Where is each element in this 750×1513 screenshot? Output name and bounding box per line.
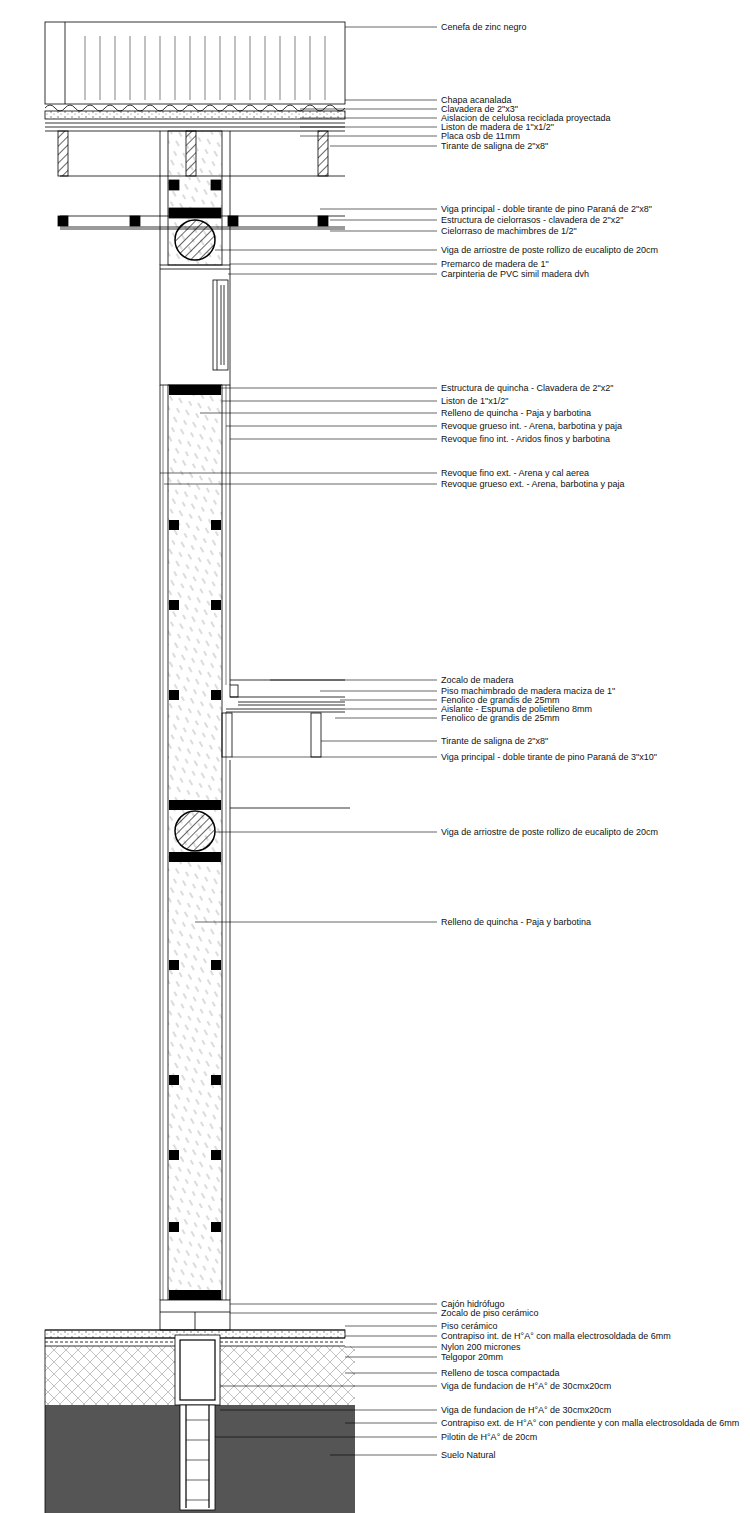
part-label: Chapa acanalada [440,96,513,105]
leader-line [230,1313,437,1314]
part-label: Aislacion de celulosa reciclada proyecta… [440,114,612,123]
part-label: Cielorraso de machimbres de 1/2" [440,227,578,236]
leader-line [220,1386,437,1387]
part-label: Revoque grueso int. - Arena, barbotina y… [440,422,623,431]
leader-line [215,1437,437,1438]
leader-line [321,741,437,742]
part-label: Relleno de tosca compactada [440,1369,561,1378]
leader-line [345,1357,437,1358]
part-label: Pilotin de H°A° de 20cm [440,1433,538,1442]
foundation [45,1300,355,1513]
part-label: Cajón hidrófugo [440,1300,506,1309]
fascia [45,22,345,104]
leader-line [215,250,437,251]
leader-line [300,109,437,110]
part-label: Viga principal - doble tirante de pino P… [440,753,658,762]
part-label: Contrapiso int. de H°A° con malla electr… [440,1332,672,1341]
leader-line [300,118,437,119]
leader-line [226,426,437,427]
leader-line [195,922,437,923]
leader-line [220,1410,437,1411]
part-label: Revoque grueso ext. - Arena, barbotina y… [440,480,626,489]
part-label: Premarco de madera de 1" [440,260,550,269]
quincha-wall [160,385,230,1300]
leader-line [270,680,437,681]
leader-line [330,1455,437,1456]
leader-line [345,1336,437,1337]
leader-line [230,264,437,265]
leader-line [330,220,437,221]
leader-line [320,209,437,210]
leader-line [320,691,437,692]
leader-line [345,1347,437,1348]
part-label: Estructura de quincha - Clavadera de 2"x… [440,384,615,393]
leader-line [300,127,437,128]
part-label: Viga principal - doble tirante de pino P… [440,205,653,214]
leader-line [200,413,437,414]
part-label: Tirante de saligna de 2"x8" [440,142,549,151]
leader-line [220,388,437,389]
part-label: Contrapiso ext. de H°A° con pendiente y … [440,1419,740,1428]
part-label: Piso cerámico [440,1322,499,1331]
window [160,265,230,385]
part-label: Revoque fino ext. - Arena y cal aerea [440,469,590,478]
leader-line [222,401,437,402]
part-label: Piso machimbrado de madera maciza de 1" [440,687,616,696]
leader-line [228,274,437,275]
part-label: Viga de fundacion de H°A° de 30cmx20cm [440,1406,612,1415]
part-label: Fenolico de grandis de 25mm [440,696,561,705]
leader-line [340,700,437,701]
leader-line [345,100,437,101]
leader-line [232,757,437,758]
part-label: Revoque fino int. - Aridos finos y barbo… [440,435,611,444]
part-label: Clavadera de 2"x3" [440,105,519,114]
leader-line [345,1326,437,1327]
part-label: Suelo Natural [440,1451,497,1460]
leader-line [330,146,437,147]
leader-line [345,1423,437,1424]
part-label: Telgopor 20mm [440,1353,504,1362]
leader-line [330,231,437,232]
part-label: Zocalo de madera [440,676,515,685]
part-label: Relleno de quincha - Paja y barbotina [440,409,592,418]
part-label: Relleno de quincha - Paja y barbotina [440,918,592,927]
leader-line [164,484,437,485]
part-label: Liston de madera de 1"x1/2" [440,123,555,132]
part-label: Viga de fundacion de H°A° de 30cmx20cm [440,1382,612,1391]
upper-floor [222,680,350,808]
part-label: Fenolico de grandis de 25mm [440,714,561,723]
part-label: Cenefa de zinc negro [440,23,528,32]
post-upper [58,131,345,265]
leader-line [230,439,437,440]
leader-line [215,832,437,833]
leader-line [335,718,437,719]
part-label: Viga de arriostre de poste rollizo de eu… [440,828,659,837]
part-label: Zocalo de piso cerámico [440,1309,540,1318]
part-label: Nylon 200 micrones [440,1343,522,1352]
leader-line [345,709,437,710]
part-label: Carpinteria de PVC simil madera dvh [440,270,590,279]
leader-line [300,136,437,137]
part-label: Tirante de saligna de 2"x8" [440,737,549,746]
leader-line [345,1373,437,1374]
leader-line [345,27,437,28]
part-label: Estructura de cielorrasos - clavadera de… [440,216,624,225]
part-label: Aislante - Espuma de polietileno 8mm [440,705,593,714]
part-label: Viga de arriostre de poste rollizo de eu… [440,246,659,255]
part-label: Liston de 1"x1/2" [440,397,509,406]
leader-line [160,473,437,474]
part-label: Placa osb de 11mm [440,132,521,141]
leader-line [230,1304,437,1305]
